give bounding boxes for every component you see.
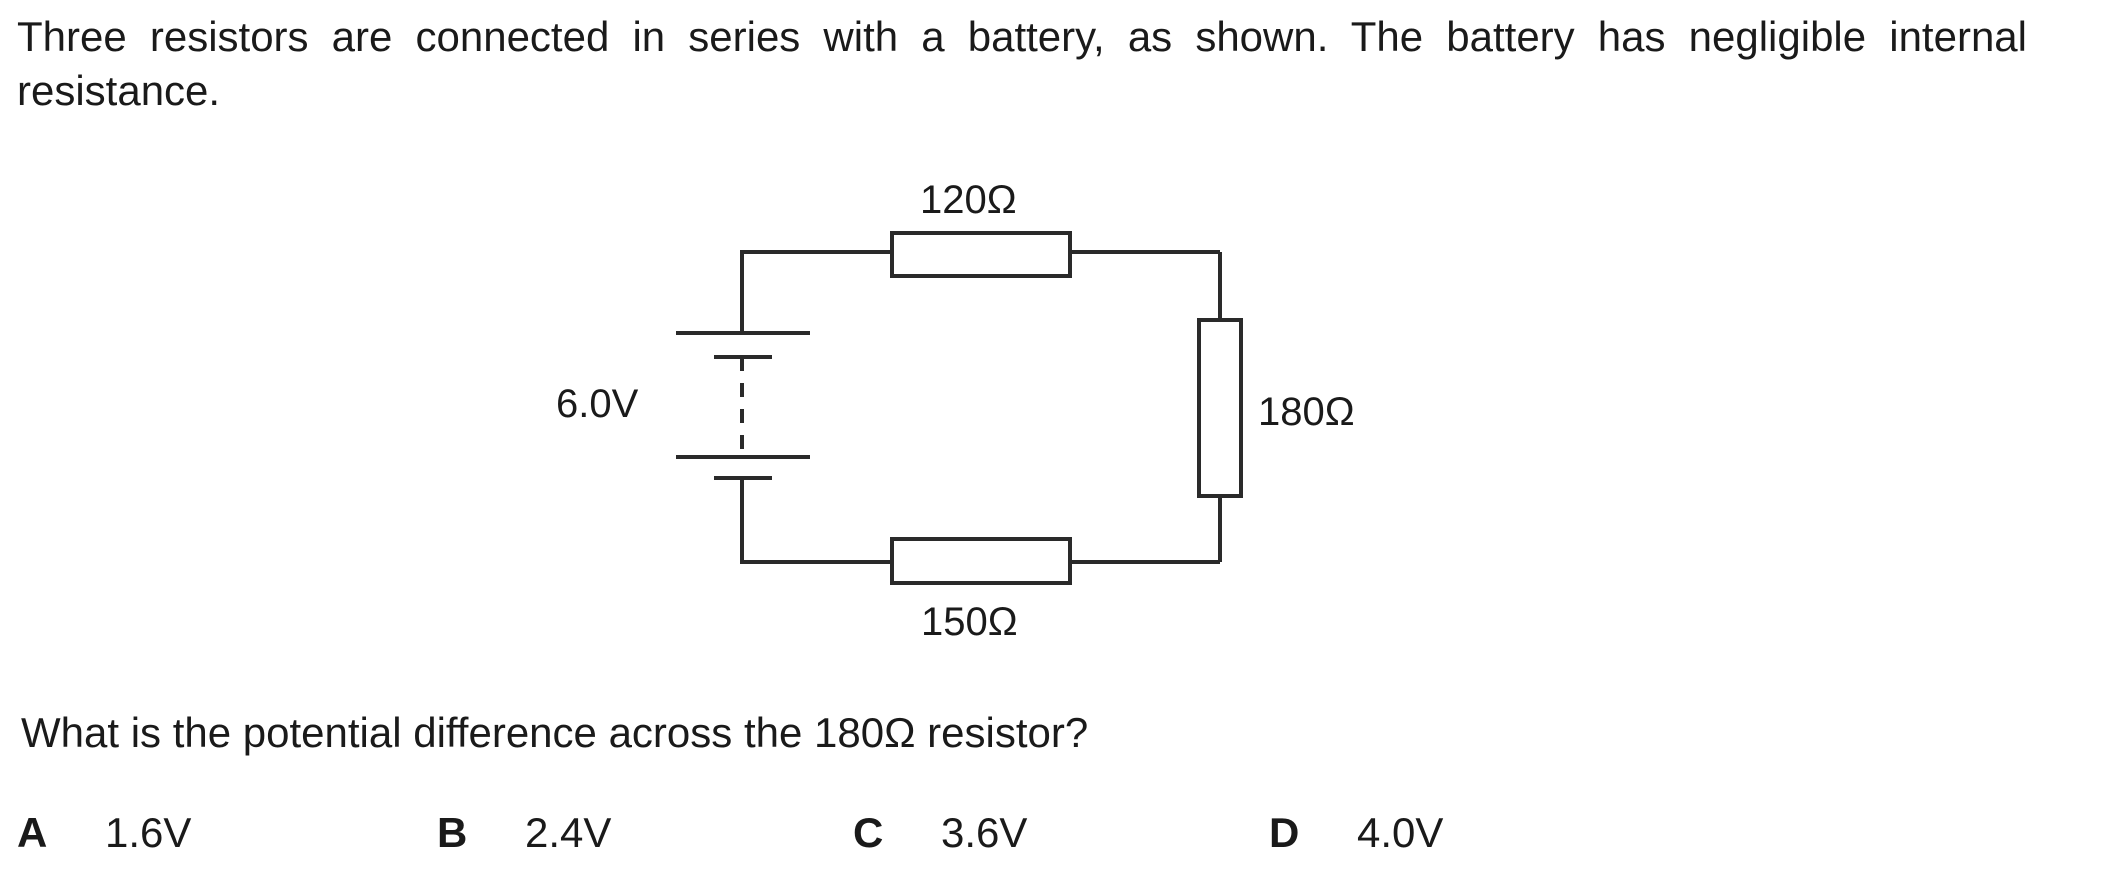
option-d[interactable]: D 4.0V	[1269, 806, 1443, 860]
resistor-150	[890, 537, 1072, 585]
resistor-120	[890, 231, 1072, 278]
option-d-value: 4.0V	[1357, 809, 1444, 856]
option-a[interactable]: A 1.6V	[17, 806, 191, 860]
option-c[interactable]: C 3.6V	[853, 806, 1027, 860]
resistor-150-label: 150Ω	[921, 600, 1018, 644]
resistor-120-label: 120Ω	[920, 178, 1017, 222]
question-intro: Three resistors are connected in series …	[17, 13, 2027, 114]
battery-label: 6.0V	[556, 382, 639, 426]
wire-top-left	[740, 250, 892, 333]
resistor-180	[1197, 318, 1243, 498]
option-a-value: 1.6V	[105, 809, 192, 856]
option-a-letter: A	[17, 809, 48, 856]
option-c-value: 3.6V	[941, 809, 1028, 856]
wire-bottom-left	[740, 478, 892, 564]
option-b[interactable]: B 2.4V	[437, 806, 611, 860]
option-c-letter: C	[853, 809, 884, 856]
option-b-value: 2.4V	[525, 809, 612, 856]
question-prompt: What is the potential difference across …	[21, 709, 1089, 756]
option-d-letter: D	[1269, 809, 1300, 856]
resistor-180-label: 180Ω	[1258, 390, 1355, 434]
option-b-letter: B	[437, 809, 468, 856]
